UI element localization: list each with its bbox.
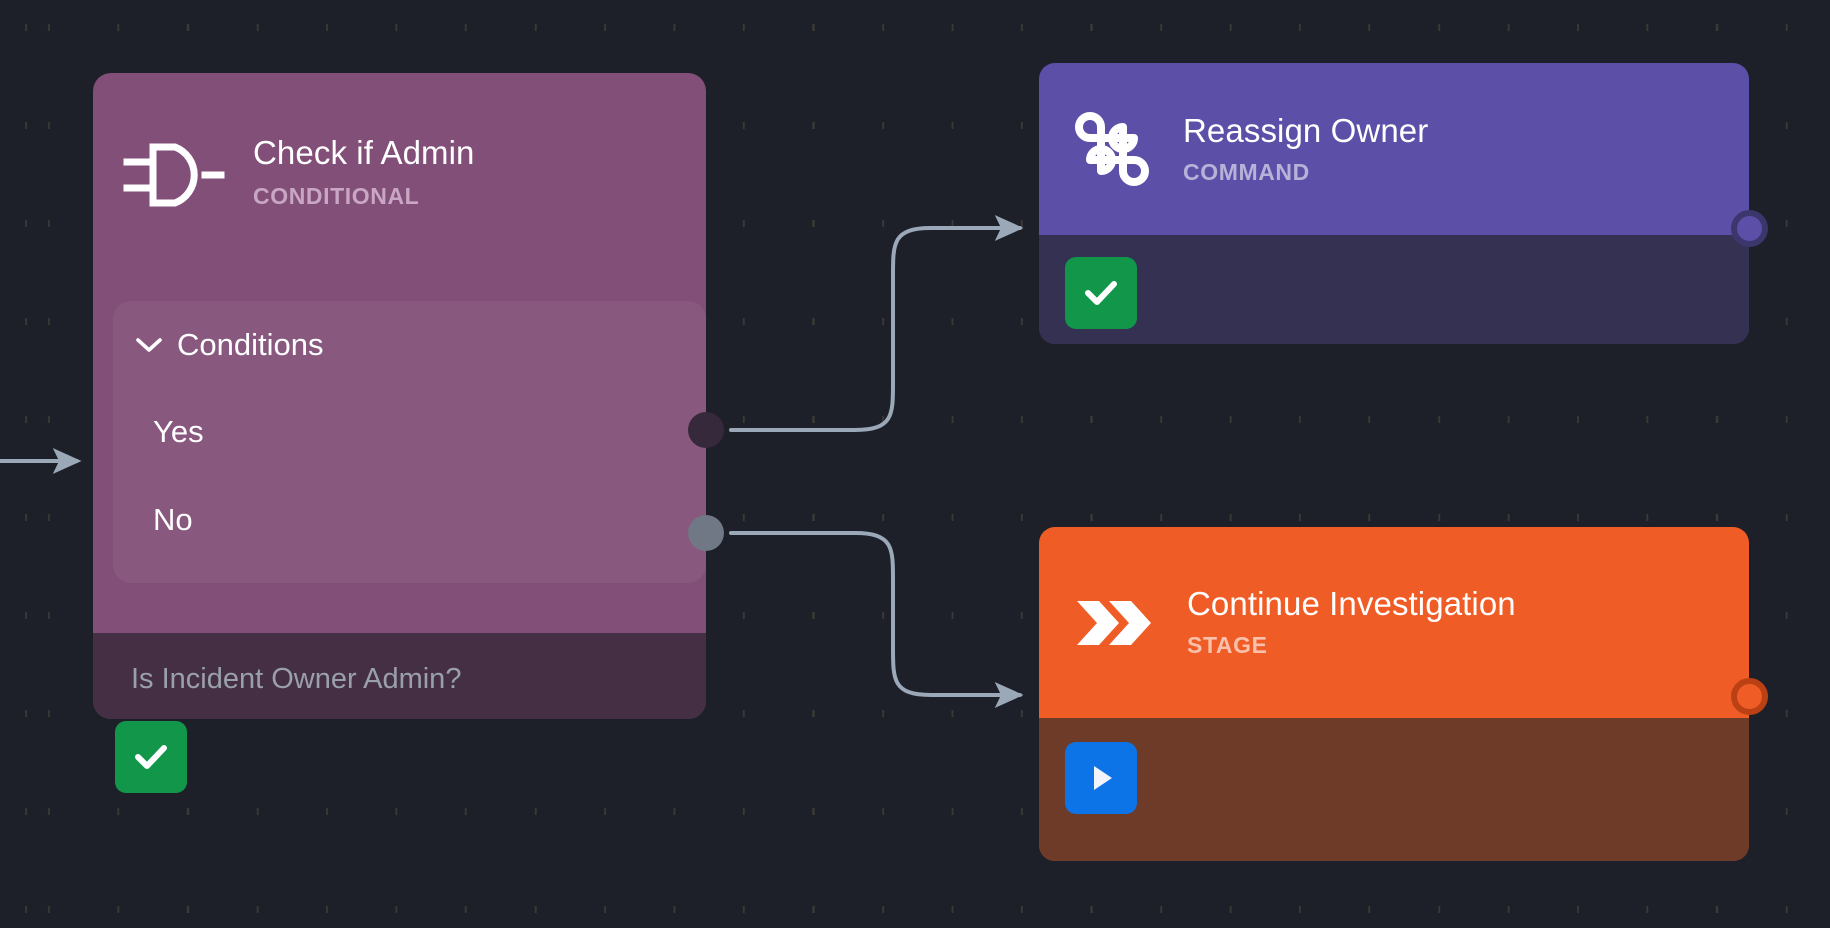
node-subtitle: STAGE (1187, 632, 1268, 659)
output-handle-yes[interactable] (688, 412, 724, 448)
status-badge-success[interactable] (1065, 257, 1137, 329)
node-title: Reassign Owner (1183, 111, 1429, 149)
node-header[interactable]: Continue Investigation STAGE (1039, 527, 1749, 718)
node-title: Continue Investigation (1187, 585, 1516, 623)
node-check-if-admin[interactable]: Check if Admin CONDITIONAL Conditions Ye… (93, 73, 724, 793)
node-body (1039, 718, 1749, 861)
logic-gate-icon (115, 117, 225, 227)
node-title: Check if Admin (253, 133, 475, 171)
conditions-panel[interactable]: Conditions Yes No (113, 301, 706, 583)
condition-label-yes: Yes (153, 413, 204, 449)
node-header[interactable]: Reassign Owner COMMAND (1039, 63, 1749, 235)
chevron-down-icon[interactable] (135, 336, 163, 354)
condition-row-yes[interactable]: Yes (153, 409, 706, 453)
node-body: Is Incident Owner Admin? (93, 633, 706, 793)
condition-question-text: Is Incident Owner Admin? (131, 663, 462, 695)
status-badge-running[interactable] (1065, 742, 1137, 814)
output-handle-no[interactable] (688, 515, 724, 551)
node-subtitle: CONDITIONAL (253, 182, 420, 209)
node-subtitle: COMMAND (1183, 158, 1310, 185)
double-chevron-icon (1075, 593, 1155, 653)
conditions-header[interactable]: Conditions (113, 301, 706, 360)
output-handle-continue-investigation[interactable] (1731, 678, 1768, 715)
conditions-label: Conditions (177, 327, 324, 362)
condition-label-no: No (153, 501, 193, 537)
node-continue-investigation[interactable]: Continue Investigation STAGE (1039, 527, 1768, 861)
node-header[interactable]: Check if Admin CONDITIONAL (93, 73, 706, 271)
condition-row-no[interactable]: No (153, 497, 706, 541)
check-icon (1085, 281, 1117, 305)
node-reassign-owner[interactable]: Reassign Owner COMMAND (1039, 63, 1768, 344)
command-icon (1073, 110, 1151, 188)
output-handle-reassign-owner[interactable] (1731, 210, 1768, 247)
node-body (1039, 235, 1749, 344)
play-icon (1094, 766, 1112, 790)
